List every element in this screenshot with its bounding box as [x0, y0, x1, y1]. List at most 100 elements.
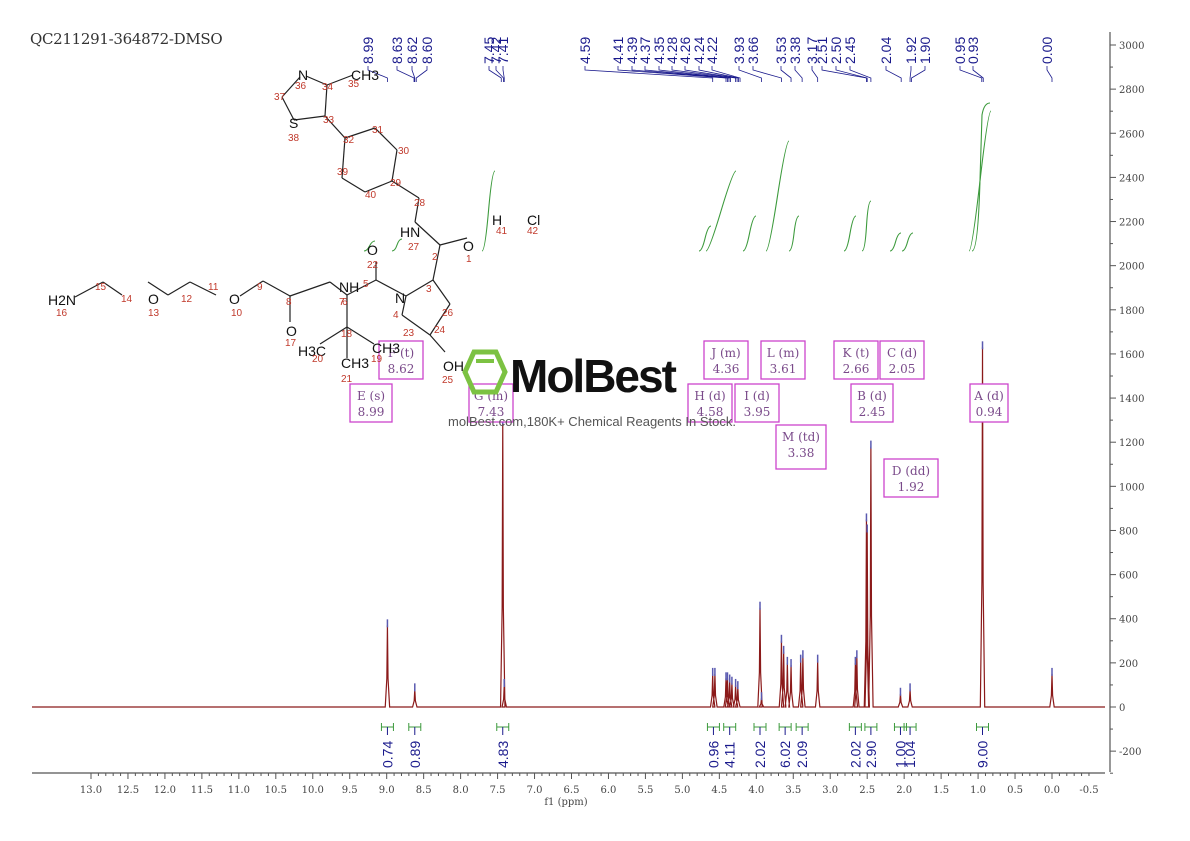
- atom-number: 30: [398, 146, 410, 157]
- atom-number: 40: [365, 190, 377, 201]
- peak-label-leader: [495, 66, 504, 82]
- peak-label: 8.99: [360, 37, 376, 64]
- multiplet-shift: 8.62: [388, 362, 415, 376]
- sulfur-atom: S: [289, 115, 298, 131]
- bond: [401, 295, 407, 316]
- x-tick-label: 12.0: [154, 785, 176, 796]
- amine-group: H2N: [48, 292, 76, 308]
- atom-number: 11: [208, 282, 219, 293]
- multiplet-box: [879, 340, 925, 380]
- peak-label: 4.24: [691, 37, 707, 64]
- atom-number: 12: [181, 294, 193, 305]
- x-tick-label: 10.0: [302, 785, 324, 796]
- x-tick-label: 3.5: [785, 785, 801, 796]
- peak-label: 0.93: [965, 37, 981, 64]
- integral-value: 2.90: [863, 741, 879, 768]
- peak-label-leader: [617, 66, 727, 82]
- peak-label: 3.38: [787, 37, 803, 64]
- molbest-logo-icon: [462, 349, 508, 395]
- x-tick-label: 4.0: [748, 785, 764, 796]
- bond: [341, 177, 366, 193]
- carbonyl-oxygen: O: [367, 242, 378, 258]
- multiplet-label: M (td): [782, 430, 820, 444]
- atom-number: 24: [434, 325, 446, 336]
- integral-value: 0.96: [705, 741, 721, 768]
- nitrogen-atom: N: [298, 67, 308, 83]
- multiplet-box: [378, 340, 424, 380]
- x-tick-label: 8.5: [416, 785, 432, 796]
- peak-label: 3.53: [773, 37, 789, 64]
- multiplet-shift: 7.43: [478, 405, 505, 419]
- atom-number: 21: [341, 374, 353, 385]
- peak-label: 2.50: [828, 37, 844, 64]
- chlorine-atom: Cl: [527, 212, 540, 228]
- y-tick-label: 1200: [1119, 438, 1144, 449]
- bond: [439, 237, 468, 246]
- bond: [432, 279, 451, 305]
- watermark-tagline: molBest.com,180K+ Chemical Reagents In S…: [448, 414, 736, 429]
- x-tick-label: 6.5: [564, 785, 580, 796]
- bond: [326, 74, 354, 86]
- bond: [239, 280, 264, 297]
- bond: [293, 115, 326, 121]
- multiplet-shift: 4.36: [713, 362, 740, 376]
- carbonyl-oxygen: O: [463, 238, 474, 254]
- bond: [74, 281, 104, 298]
- integral-value: 4.83: [495, 741, 511, 768]
- bond: [281, 96, 295, 121]
- atom-number: 10: [231, 308, 243, 319]
- y-tick-label: 600: [1119, 571, 1138, 582]
- atom-number: 27: [408, 242, 420, 253]
- bond: [346, 326, 375, 345]
- x-tick-label: 1.5: [933, 785, 949, 796]
- peak-label: 4.35: [651, 37, 667, 64]
- bond: [346, 279, 377, 296]
- methyl-group: CH3: [351, 67, 379, 83]
- multiplet-label: E (s): [357, 389, 385, 403]
- atom-number: 5: [363, 279, 369, 290]
- atom-number: 4: [393, 310, 399, 321]
- bond: [391, 180, 420, 199]
- peak-label-leader: [835, 66, 868, 82]
- multiplet-box: [775, 424, 827, 470]
- atom-number: 38: [288, 133, 300, 144]
- integral-curve: [481, 170, 496, 252]
- peak-label-leader: [738, 66, 762, 82]
- peak-label-leader: [396, 66, 415, 82]
- bond: [262, 280, 291, 297]
- atom-number: 26: [442, 308, 454, 319]
- multiplet-label: C (d): [887, 346, 917, 360]
- integral-curve: [788, 215, 800, 252]
- y-tick-label: 2800: [1119, 85, 1144, 96]
- x-tick-label: 2.0: [896, 785, 912, 796]
- peak-label-leader: [367, 66, 388, 82]
- peak-label-leader: [911, 66, 926, 82]
- carbonyl-oxygen: O: [286, 323, 297, 339]
- peak-label: 0.95: [952, 37, 968, 64]
- bond: [102, 281, 123, 296]
- amide-nh: HN: [400, 224, 420, 240]
- integral-curve: [901, 232, 914, 252]
- bond: [189, 281, 217, 296]
- multiplet-shift: 8.99: [358, 405, 385, 419]
- atom-number: 34: [322, 82, 334, 93]
- atom-number: 15: [95, 282, 107, 293]
- ether-oxygen: O: [229, 291, 240, 307]
- atom-number: 28: [414, 198, 426, 209]
- integral-curve: [843, 215, 857, 252]
- peak-label-leader: [671, 66, 737, 82]
- x-tick-label: 7.0: [527, 785, 543, 796]
- bond: [414, 197, 420, 223]
- peak-label-leader: [631, 66, 728, 82]
- methyl-group: H3C: [298, 343, 326, 359]
- atom-number: 7: [339, 297, 345, 308]
- integral-curve: [889, 232, 902, 252]
- peak-label-leader: [811, 66, 819, 82]
- amide-nh: NH: [339, 279, 359, 295]
- integral-curve: [861, 200, 872, 252]
- peak-label: 2.45: [842, 37, 858, 64]
- y-tick-label: 2200: [1119, 218, 1144, 229]
- peak-label-leader: [415, 66, 428, 82]
- multiplet-box: [969, 383, 1009, 423]
- atom-number: 36: [295, 81, 307, 92]
